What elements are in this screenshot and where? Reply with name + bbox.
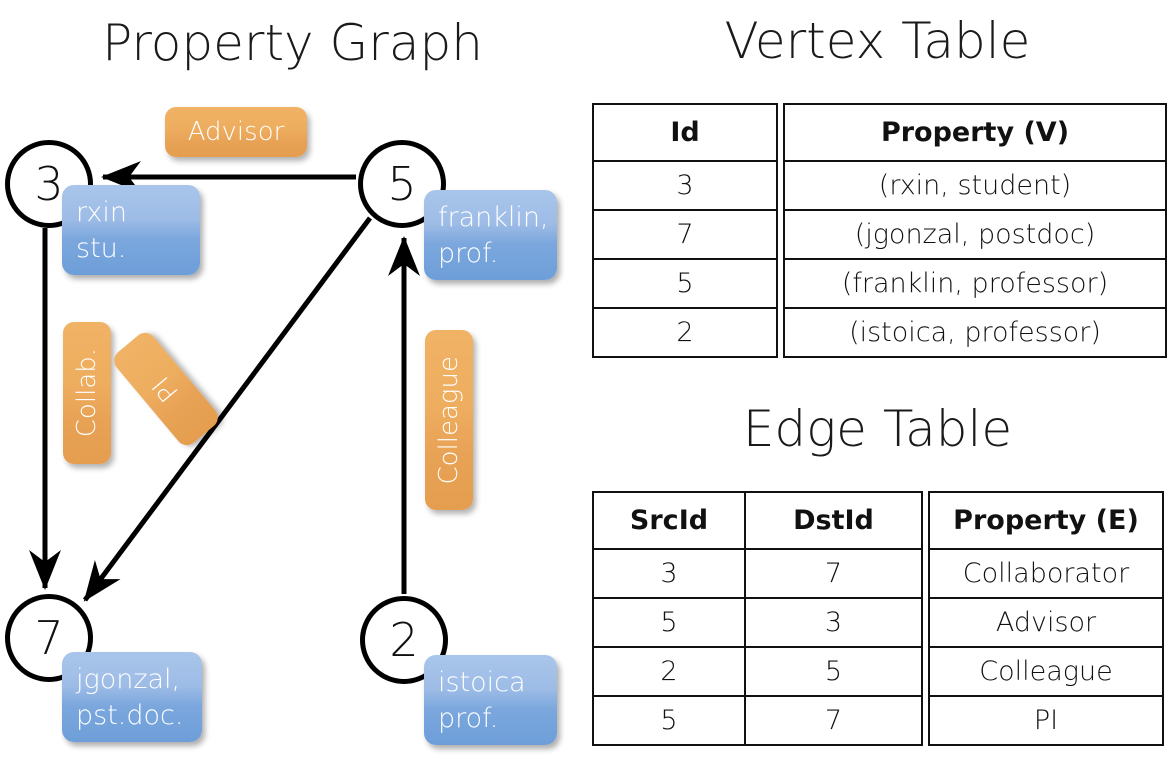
table-row: 2 5 — [592, 646, 923, 697]
edge-row-0-dst: 7 — [744, 548, 923, 599]
edge-row-3-src: 5 — [592, 695, 746, 746]
edge-row-0-src: 3 — [592, 548, 746, 599]
edge-table-property-column: Property (E) Collaborator Advisor Collea… — [928, 491, 1164, 746]
edge-row-3-dst: 7 — [744, 695, 923, 746]
vertex-table-header-property: Property (V) — [783, 103, 1167, 162]
vertex-table-property-column: Property (V) (rxin, student) (jgonzal, p… — [783, 103, 1167, 358]
node-property-5-line1: franklin, — [438, 202, 549, 233]
node-property-callout-2: istoica prof. — [424, 655, 557, 745]
table-row: (istoica, professor) — [783, 307, 1167, 358]
edge-row-2-src: 2 — [592, 646, 746, 697]
edge-row-1-src: 5 — [592, 597, 746, 648]
edge-row-2-dst: 5 — [744, 646, 923, 697]
table-row: (rxin, student) — [783, 160, 1167, 211]
vertex-row-0-property: (rxin, student) — [783, 160, 1167, 211]
table-row: 2 — [592, 307, 778, 358]
edge-row-0-property: Collaborator — [928, 548, 1164, 599]
table-row: 5 3 — [592, 597, 923, 648]
table-row: Colleague — [928, 646, 1164, 697]
edge-table-header-dstid: DstId — [744, 491, 923, 550]
node-property-callout-7: jgonzal, pst.doc. — [62, 652, 202, 742]
edge-table: SrcId DstId 3 7 5 3 2 5 5 7 Prope — [592, 491, 1164, 746]
edge-label-colleague: Colleague — [425, 330, 473, 510]
edge-table-header-property: Property (E) — [928, 491, 1164, 550]
graph-node-2[interactable]: 2 — [360, 596, 448, 684]
edge-label-advisor-text: Advisor — [187, 117, 285, 147]
graph-node-5-id: 5 — [387, 157, 417, 211]
node-property-3-line1: rxin — [76, 197, 127, 228]
graph-node-7-id: 7 — [34, 611, 64, 665]
node-property-callout-5: franklin, prof. — [424, 190, 557, 280]
table-header-row: Id — [592, 103, 778, 162]
node-property-callout-3: rxin stu. — [62, 185, 200, 275]
edge-label-collab: Collab. — [63, 322, 111, 464]
table-header-row: Property (E) — [928, 491, 1164, 550]
table-row: 3 7 — [592, 548, 923, 599]
table-row: PI — [928, 695, 1164, 746]
table-row: 7 — [592, 209, 778, 260]
table-row: 5 7 — [592, 695, 923, 746]
edge-table-header-srcid: SrcId — [592, 491, 746, 550]
table-header-row: Property (V) — [783, 103, 1167, 162]
node-property-5-line2: prof. — [438, 237, 499, 269]
vertex-row-3-id: 2 — [592, 307, 778, 358]
edge-row-3-property: PI — [928, 695, 1164, 746]
node-property-3-line2: stu. — [76, 232, 127, 264]
page-title-edge-table: Edge Table — [742, 400, 1013, 458]
table-row: Advisor — [928, 597, 1164, 648]
vertex-row-2-id: 5 — [592, 258, 778, 309]
vertex-row-3-property: (istoica, professor) — [783, 307, 1167, 358]
node-property-7-line2: pst.doc. — [76, 699, 184, 731]
table-row: (franklin, professor) — [783, 258, 1167, 309]
edge-arrow-5-to-7 — [82, 216, 373, 602]
vertex-table-header-id: Id — [592, 103, 778, 162]
table-header-row: SrcId DstId — [592, 491, 923, 550]
vertex-row-1-property: (jgonzal, postdoc) — [783, 209, 1167, 260]
table-row: 5 — [592, 258, 778, 309]
property-graph-diagram: 3 5 7 2 rxin stu. franklin, prof. jgonza… — [5, 107, 557, 745]
graph-node-3-id: 3 — [34, 157, 64, 211]
page-title-property-graph: Property Graph — [102, 14, 483, 72]
page-title-vertex-table: Vertex Table — [724, 12, 1031, 70]
vertex-table: Id 3 7 5 2 Property (V) (rxin, student) — [592, 103, 1167, 358]
vertex-table-id-column: Id 3 7 5 2 — [592, 103, 778, 358]
node-property-2-line2: prof. — [438, 702, 499, 734]
edge-label-collab-text: Collab. — [72, 348, 102, 438]
table-row: (jgonzal, postdoc) — [783, 209, 1167, 260]
edge-row-1-dst: 3 — [744, 597, 923, 648]
table-row: 3 — [592, 160, 778, 211]
vertex-row-2-property: (franklin, professor) — [783, 258, 1167, 309]
graph-node-5[interactable]: 5 — [358, 140, 446, 228]
graph-edge-arrows — [29, 161, 420, 602]
graph-node-2-id: 2 — [389, 613, 419, 667]
edge-row-1-property: Advisor — [928, 597, 1164, 648]
edge-label-pi-text: PI — [146, 370, 185, 408]
node-property-2-line1: istoica — [438, 667, 526, 698]
table-row: Collaborator — [928, 548, 1164, 599]
vertex-row-0-id: 3 — [592, 160, 778, 211]
edge-label-colleague-text: Colleague — [434, 355, 464, 485]
edge-label-advisor: Advisor — [165, 107, 307, 157]
edge-table-id-columns: SrcId DstId 3 7 5 3 2 5 5 7 — [592, 491, 923, 746]
vertex-row-1-id: 7 — [592, 209, 778, 260]
node-property-7-line1: jgonzal, — [76, 664, 181, 695]
edge-row-2-property: Colleague — [928, 646, 1164, 697]
